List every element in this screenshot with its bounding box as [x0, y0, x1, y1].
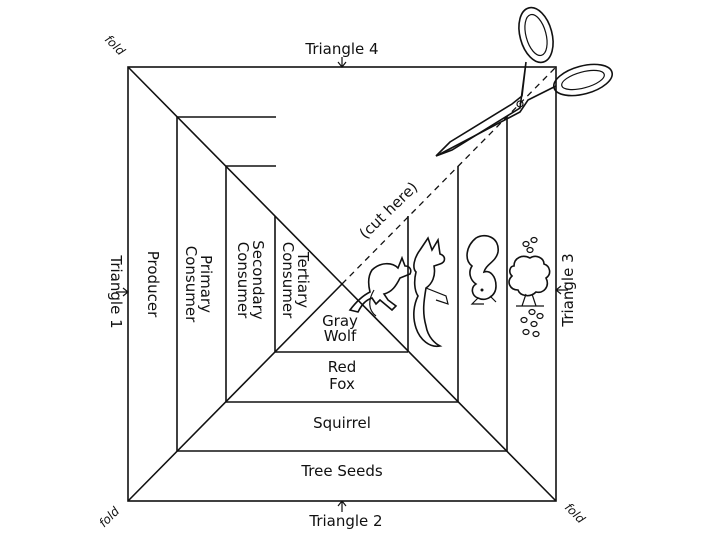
level-producer: Producer	[144, 251, 162, 318]
organism-wolf-1: Gray	[322, 312, 358, 330]
fold-label-bottom-right: fold	[562, 500, 588, 526]
top-arrow	[337, 57, 347, 68]
level-primary-2: Consumer	[182, 246, 200, 323]
level-tertiary-1: Tertiary	[294, 251, 312, 308]
diagonal-bottom-left	[127, 283, 343, 502]
tree-seeds-icon	[508, 236, 551, 338]
organism-fox-2: Fox	[329, 375, 355, 393]
diagonal-bottom-right	[341, 283, 557, 502]
level-secondary-1: Secondary	[249, 240, 267, 320]
organism-fox-1: Red	[328, 358, 357, 376]
left-arrow	[116, 287, 129, 297]
level-tertiary-2: Consumer	[279, 242, 297, 319]
triangle-top-label: Triangle 4	[304, 40, 378, 58]
organism-seeds: Tree Seeds	[300, 462, 383, 480]
level-primary-1: Primary	[197, 255, 215, 313]
fold-label-top-left: fold	[102, 32, 128, 58]
right-arrow	[555, 285, 568, 295]
bottom-arrow	[337, 500, 347, 512]
scissors-icon	[435, 6, 614, 157]
squirrel-icon	[466, 234, 499, 305]
organism-squirrel: Squirrel	[313, 414, 371, 432]
triangle-bottom-label: Triangle 2	[308, 512, 382, 530]
wolf-icon	[348, 255, 412, 317]
fox-icon	[413, 236, 449, 348]
level-secondary-2: Consumer	[234, 242, 252, 319]
fold-label-bottom-left: fold	[96, 504, 122, 530]
cut-here-label: (cut here)	[356, 178, 422, 242]
cut-line	[341, 66, 557, 285]
organism-wolf-2: Wolf	[324, 327, 357, 345]
diagonal-top-left	[127, 66, 343, 285]
